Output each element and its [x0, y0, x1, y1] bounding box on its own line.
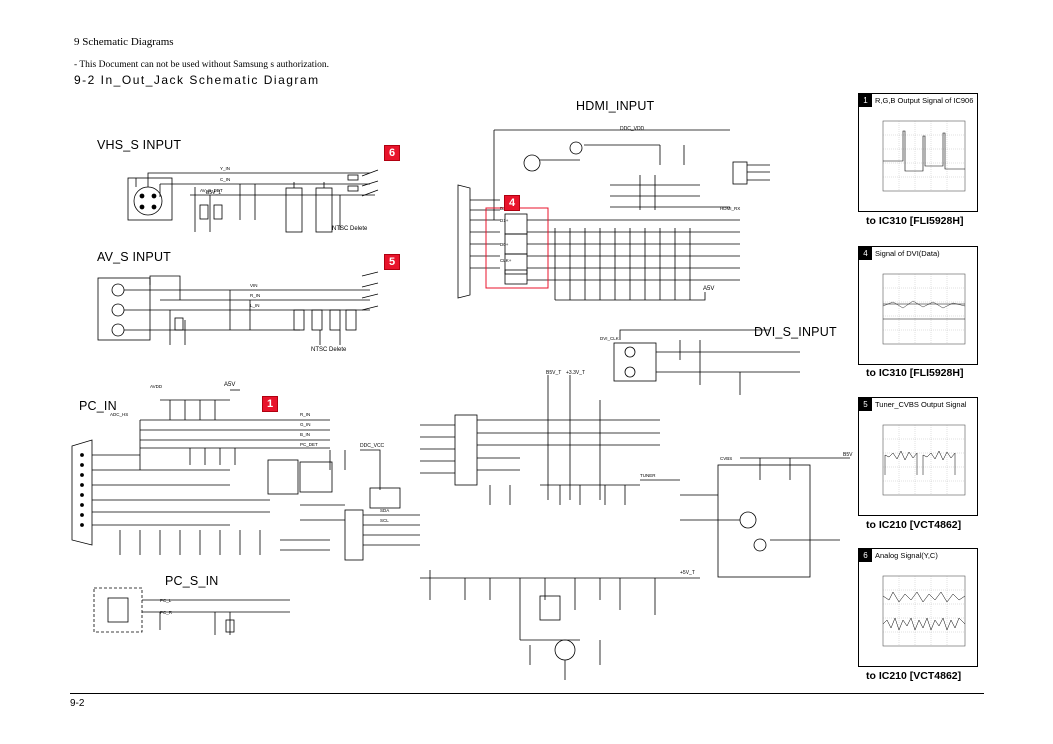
- svg-text:B_IN: B_IN: [300, 432, 310, 437]
- section-title-dvi: DVI_S_INPUT: [754, 325, 837, 339]
- scope-target-label: to IC210 [VCT4862]: [866, 670, 962, 682]
- center-ic-block: [420, 375, 850, 578]
- scope-target-label: to IC210 [VCT4862]: [866, 519, 962, 531]
- svg-text:CVBS: CVBS: [720, 456, 732, 461]
- svg-text:ADC_HS: ADC_HS: [110, 412, 128, 417]
- svg-text:L_IN: L_IN: [250, 303, 260, 308]
- svg-text:CLK+: CLK+: [500, 258, 512, 263]
- svg-text:TUNER: TUNER: [640, 473, 656, 478]
- svg-text:SCL: SCL: [380, 518, 389, 523]
- pc-s-in-circuit: [93, 587, 290, 635]
- pc-in-circuit: [71, 389, 420, 561]
- net-label-b5v: B5V: [843, 452, 853, 458]
- ntsc-delete-label: NTSC Delete: [311, 347, 347, 353]
- svg-text:AVDD: AVDD: [150, 384, 163, 389]
- vhs-s-circuit: [127, 169, 379, 233]
- section-title-pc-s: PC_S_IN: [165, 574, 219, 588]
- scope-number: 6: [859, 549, 872, 562]
- dvi-circuit: [613, 329, 800, 395]
- scope-number: 4: [859, 247, 872, 260]
- ntsc-delete-label: NTSC Delete: [332, 226, 368, 232]
- svg-text:SDA: SDA: [380, 508, 389, 513]
- net-label-ddc-vcc: DDC_VCC: [360, 443, 385, 449]
- page-number: 9-2: [70, 698, 85, 709]
- section-title-vhs: VHS_S INPUT: [97, 138, 182, 152]
- scope-trace: [882, 273, 966, 345]
- svg-text:C_IN: C_IN: [220, 177, 230, 182]
- svg-text:VIN: VIN: [250, 283, 258, 288]
- svg-text:Y_IN: Y_IN: [220, 166, 230, 171]
- scope-number: 5: [859, 398, 872, 411]
- net-label-5v: +5V_T: [680, 570, 695, 576]
- test-point-marker: 5: [384, 254, 400, 270]
- svg-text:R_IN: R_IN: [300, 412, 310, 417]
- scope-trace: [882, 120, 966, 192]
- av-s-circuit: [97, 271, 379, 345]
- net-label-b5v: B5V_1: [206, 190, 222, 196]
- scope-target-label: to IC310 [FLI5928H]: [866, 367, 964, 379]
- hdmi-circuit: [457, 129, 770, 301]
- scope-target-label: to IC310 [FLI5928H]: [866, 215, 964, 227]
- test-point-marker: 1: [262, 396, 278, 412]
- net-label-a5v: A5V: [224, 382, 236, 388]
- svg-text:PC_DET: PC_DET: [300, 442, 318, 447]
- footer-rule: [70, 693, 984, 694]
- chapter-heading: 9 Schematic Diagrams: [74, 36, 174, 48]
- svg-text:PC_R: PC_R: [160, 610, 173, 615]
- scope-trace: [882, 424, 966, 496]
- section-title-pc: PC_IN: [79, 399, 117, 413]
- scope-caption: Signal of DVI(Data): [875, 249, 940, 258]
- svg-text:HDMI_RX: HDMI_RX: [720, 206, 740, 211]
- svg-text:PC_L: PC_L: [160, 598, 172, 603]
- svg-text:AV_S_DET: AV_S_DET: [200, 188, 223, 193]
- test-point-marker: 4: [504, 195, 520, 211]
- section-title-av: AV_S INPUT: [97, 250, 172, 264]
- svg-text:DVI_CLK: DVI_CLK: [600, 336, 619, 341]
- scope-caption: R,G,B Output Signal of IC906: [875, 96, 974, 105]
- svg-text:G_IN: G_IN: [300, 422, 311, 427]
- page-title: 9-2 In_Out_Jack Schematic Diagram: [74, 73, 320, 87]
- svg-text:D1+: D1+: [500, 218, 509, 223]
- scope-caption: Analog Signal(Y,C): [875, 551, 938, 560]
- net-label-3v3: +3.3V_T: [566, 370, 586, 376]
- test-point-marker: 6: [384, 145, 400, 161]
- scope-number: 1: [859, 94, 872, 107]
- svg-text:D0+: D0+: [500, 242, 509, 247]
- net-label-b5v: B5V_T: [546, 370, 562, 376]
- net-label-ddc-vdd: DDC_VDD: [620, 126, 645, 132]
- scope-caption: Tuner_CVBS Output Signal: [875, 400, 967, 409]
- section-title-hdmi: HDMI_INPUT: [576, 99, 655, 113]
- power-block: [420, 570, 700, 680]
- net-label-a5v: A5V: [703, 286, 715, 292]
- svg-text:R_IN: R_IN: [250, 293, 260, 298]
- scope-trace: [882, 575, 966, 647]
- authorization-notice: - This Document can not be used without …: [74, 60, 329, 70]
